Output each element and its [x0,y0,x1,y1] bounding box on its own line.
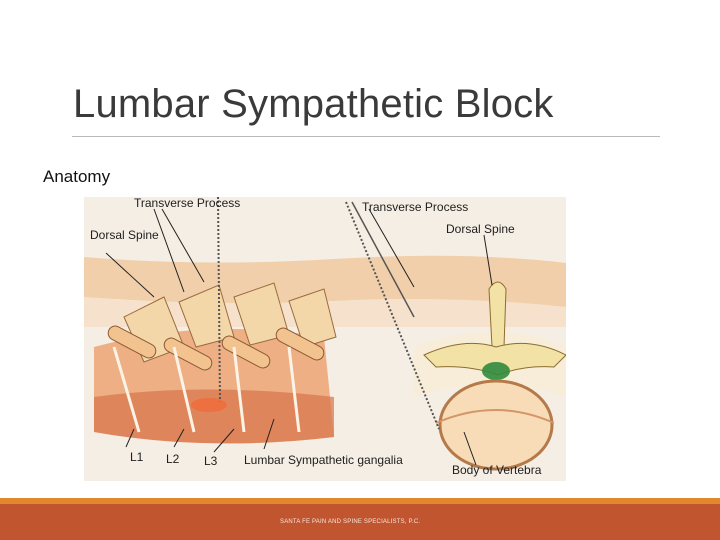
slide-title: Lumbar Sympathetic Block [73,82,554,126]
label-l2: L2 [166,452,180,466]
axial-vertebra-view [345,201,566,471]
label-dorsal-spine-right: Dorsal Spine [446,222,515,236]
process-2 [178,284,235,348]
transverse-processes-axial [423,342,566,376]
transverse-stub-3 [221,335,271,369]
slide-subtitle: Anatomy [43,167,111,186]
leader-lines-bottom [125,418,275,453]
vertebral-body [438,379,554,471]
spinal-canal [482,362,510,380]
anatomy-drawing: Transverse Process Dorsal Spine Transver… [84,197,566,481]
transverse-stub-1 [107,325,157,359]
ganglion-highlight [191,398,227,412]
title-divider [72,136,660,137]
label-transverse-process-right: Transverse Process [362,200,468,214]
label-transverse-process-left: Transverse Process [134,197,240,210]
footer-text: SANTA FE PAIN AND SPINE SPECIALISTS, P.C… [280,519,421,525]
anatomy-illustration: Transverse Process Dorsal Spine Transver… [84,197,566,481]
label-ganglia: Lumbar Sympathetic gangalia [244,453,403,467]
label-l3: L3 [204,454,218,468]
footer-bar [0,504,720,540]
leader-lines-left [105,208,205,298]
transverse-stub-2 [163,337,213,371]
label-dorsal-spine-left: Dorsal Spine [90,228,159,242]
nerve-roots [112,346,301,433]
leader-lines-right [368,208,493,466]
needle-right [345,201,440,430]
label-body-of-vertebra: Body of Vertebra [452,463,542,477]
dorsal-spine-bone [488,281,507,348]
vertebral-body-contour [435,409,555,424]
transverse-stub-4 [275,327,325,361]
needle-guide [351,201,415,318]
process-4 [288,288,337,348]
lateral-spine-view [94,197,337,453]
vertebral-bodies-row [94,389,334,444]
footer-accent-bar [0,498,720,504]
label-l1: L1 [130,450,144,464]
